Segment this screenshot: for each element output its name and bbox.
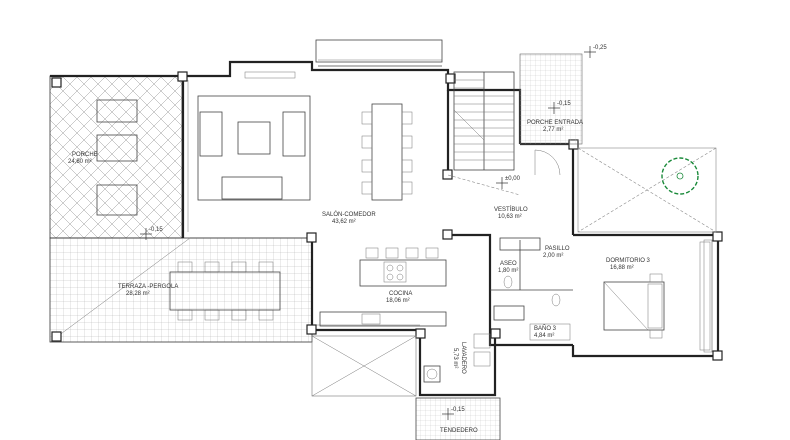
label-terraza: TERRAZA -PERGOLA — [118, 284, 178, 290]
area-terraza: 28,28 m² — [126, 291, 150, 297]
lounge-chair — [96, 184, 138, 216]
sink-icon — [499, 237, 541, 251]
svg-text:-0,15: -0,15 — [557, 101, 571, 107]
bathroom-fixtures — [490, 237, 573, 341]
kitchen-counter — [319, 311, 447, 327]
nightstand — [649, 273, 663, 283]
area-dormitorio: 16,88 m² — [610, 265, 634, 271]
windows — [187, 39, 713, 353]
area-bano: 4,84 m² — [534, 333, 554, 339]
dining-table — [371, 103, 403, 201]
svg-text:±0,00: ±0,00 — [505, 176, 521, 182]
svg-text:-0,25: -0,25 — [593, 45, 607, 51]
cooktop — [383, 261, 407, 283]
sofa-bottom — [221, 176, 283, 200]
terraza-pergola-area — [49, 237, 313, 343]
shower-icon — [493, 305, 525, 321]
lavadero-area — [311, 333, 491, 397]
area-porche: 24,80 m² — [68, 159, 92, 165]
svg-text:-0,15: -0,15 — [451, 407, 465, 413]
washing-machine — [423, 365, 441, 383]
label-porche-entrada: PORCHE ENTRADA — [527, 120, 583, 126]
label-aseo: ASEO — [500, 261, 517, 267]
label-porche: PORCHE — [72, 152, 98, 158]
wardrobe — [699, 241, 711, 351]
label-pasillo: PASILLO — [545, 246, 570, 252]
area-pasillo: 2,00 m² — [543, 253, 563, 259]
porche-area — [49, 74, 183, 239]
area-vestibulo: 10,63 m² — [498, 214, 522, 220]
tv-unit — [244, 71, 296, 79]
nightstand — [649, 329, 663, 339]
tendedero-area — [415, 397, 501, 440]
label-tendedero: TENDEDERO — [440, 428, 478, 434]
pergola-table — [169, 271, 281, 311]
columns — [51, 71, 723, 361]
label-bano: BAÑO 3 — [534, 325, 557, 332]
level-marker-tendedero: -0,15 — [442, 407, 465, 420]
sofa-left — [199, 111, 223, 157]
label-vestibulo: VESTÍBULO — [494, 206, 528, 213]
area-aseo: 1,80 m² — [498, 268, 518, 274]
toilet-icon — [551, 293, 561, 307]
area-porche-entrada: 2,77 m² — [543, 127, 563, 133]
label-dormitorio: DORMITORIO 3 — [606, 258, 651, 264]
svg-text:-0,15: -0,15 — [149, 227, 163, 233]
bed — [603, 281, 665, 331]
porche-entrada-area — [519, 53, 583, 145]
level-marker-top-right: -0,25 — [584, 45, 607, 58]
lounge-chair — [96, 134, 138, 162]
sofa-right — [282, 111, 306, 157]
lounge-chair — [96, 99, 138, 123]
area-lavadero: 5,73 m² — [452, 348, 458, 368]
building-walls — [181, 60, 720, 397]
label-salon: SALÓN-COMEDOR — [322, 211, 376, 218]
patio-area — [577, 147, 717, 233]
area-salon: 43,62 m² — [332, 219, 356, 225]
room-labels: PORCHE 24,80 m² TERRAZA -PERGOLA 28,28 m… — [68, 120, 651, 434]
coffee-table — [237, 121, 271, 155]
label-cocina: COCINA — [389, 291, 412, 297]
stairs — [453, 71, 515, 171]
kitchen-island — [359, 259, 447, 287]
sofa-area — [197, 95, 311, 201]
dormitorio-furniture — [603, 241, 711, 351]
vestibulo-area — [447, 149, 561, 196]
level-marker-vestibulo: ±0,00 — [496, 176, 521, 189]
area-cocina: 18,06 m² — [386, 298, 410, 304]
kitchen-furniture — [319, 247, 447, 327]
level-marker-porche-entrada: -0,15 — [548, 101, 571, 114]
tree-icon — [661, 157, 699, 195]
toilet-icon — [503, 275, 513, 289]
salon-furniture — [197, 71, 413, 201]
label-lavadero: LAVADERO — [460, 342, 466, 374]
level-markers: -0,25 -0,15 ±0,00 -0,15 -0,15 — [140, 45, 607, 420]
level-marker-terraza: -0,15 — [140, 227, 163, 240]
